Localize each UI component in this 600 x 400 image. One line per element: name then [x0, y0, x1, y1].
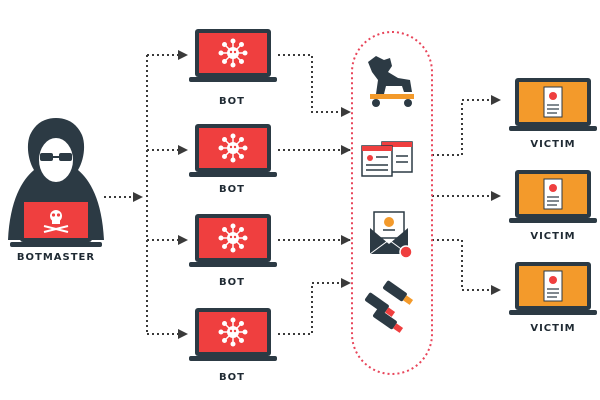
bot-laptop-icon	[189, 308, 277, 361]
bot-label-3: BOT	[219, 277, 245, 288]
victim-label-2: VICTIM	[530, 231, 576, 242]
infected-document-icon	[543, 178, 563, 210]
victim-laptops	[509, 78, 597, 315]
victim-laptop-icon	[509, 170, 597, 223]
bot-label-1: BOT	[219, 96, 245, 107]
bot-label-4: BOT	[219, 372, 245, 383]
infected-document-icon	[543, 86, 563, 118]
usb-virus-icon	[365, 280, 414, 333]
victim-laptop-icon	[509, 262, 597, 315]
hacker-icon	[8, 118, 104, 247]
bot-laptop-icon	[189, 124, 277, 177]
victim-label-3: VICTIM	[530, 323, 576, 334]
malicious-email-icon	[369, 211, 413, 259]
bot-network-icon	[218, 133, 248, 163]
bot-laptops	[189, 29, 277, 361]
infected-document-icon	[543, 270, 563, 302]
attack-methods-capsule	[351, 31, 433, 375]
trojan-horse-icon	[368, 56, 414, 107]
victim-laptop-icon	[509, 78, 597, 131]
ransom-document-icon	[361, 141, 413, 177]
skull-icon	[43, 210, 69, 233]
bot-laptop-icon	[189, 29, 277, 82]
bot-laptop-icon	[189, 214, 277, 267]
bot-network-icon	[218, 223, 248, 253]
bot-network-icon	[218, 38, 248, 68]
botmaster-label: BOTMASTER	[16, 252, 96, 263]
victim-label-1: VICTIM	[530, 139, 576, 150]
connector-lines	[104, 50, 501, 339]
bot-network-icon	[218, 317, 248, 347]
bot-label-2: BOT	[219, 184, 245, 195]
